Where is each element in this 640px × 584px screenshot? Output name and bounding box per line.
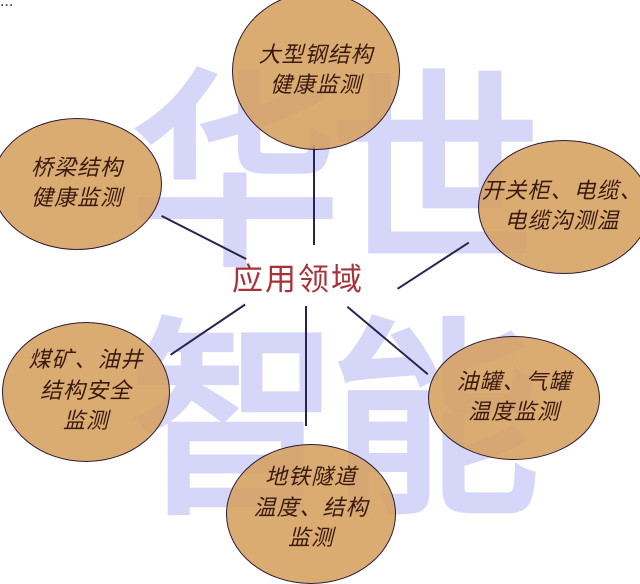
node-bridge-structure: 桥梁结构 健康监测 xyxy=(0,118,162,250)
node-label: 桥梁结构 健康监测 xyxy=(30,155,123,211)
node-label: 大型钢结构 健康监测 xyxy=(258,42,374,98)
node-label: 开关柜、电缆、 电缆沟测温 xyxy=(481,178,640,234)
node-subway-tunnel: 地铁隧道 温度、结构 监测 xyxy=(226,444,396,584)
node-steel-structure: 大型钢结构 健康监测 xyxy=(232,0,400,150)
node-switchgear-cable: 开关柜、电缆、 电缆沟测温 xyxy=(478,140,640,274)
node-label: 地铁隧道 温度、结构 监测 xyxy=(253,465,369,552)
node-label: 煤矿、油井 结构安全 监测 xyxy=(28,348,144,435)
edge-to-steel-structure xyxy=(313,145,315,245)
center-label-application-fields: 应用领域 xyxy=(232,262,364,298)
edge-to-subway-tunnel xyxy=(305,306,307,426)
node-coal-mine-oil-well: 煤矿、油井 结构安全 监测 xyxy=(2,322,170,462)
top-left-text-fragment: ... xyxy=(0,0,14,10)
node-oil-gas-tank: 油罐、气罐 温度监测 xyxy=(428,336,600,460)
node-label: 油罐、气罐 温度监测 xyxy=(456,369,572,425)
